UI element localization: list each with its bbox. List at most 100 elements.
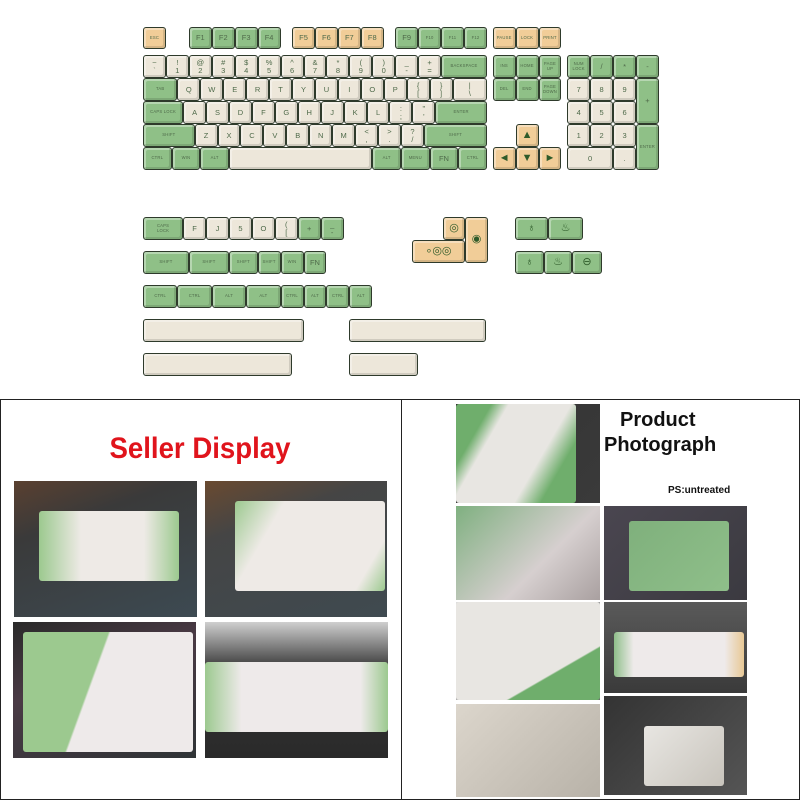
keycap-legend: F2	[218, 33, 228, 43]
nav-key: END	[515, 78, 539, 101]
keycap-legend: ▼	[521, 151, 533, 164]
keycap-legend: .	[623, 153, 626, 163]
keycap-legend: PAGE DOWN	[542, 84, 558, 94]
keycap: BACKSPACE	[441, 55, 487, 78]
keycap-f9: F9	[395, 27, 419, 49]
extra-keycap: CTRL	[143, 285, 178, 308]
keycap-legend: F	[192, 223, 197, 233]
product-photo	[604, 696, 747, 795]
numpad-key: 8	[590, 78, 614, 101]
keycap: M	[332, 124, 356, 147]
keycap: Y	[292, 78, 315, 101]
extra-keycap: SHIFT	[143, 251, 189, 274]
keycap: N	[309, 124, 333, 147]
keycap-legend: CTRL	[154, 293, 167, 299]
keycap: ~ `	[143, 55, 166, 78]
keycap: U	[314, 78, 338, 101]
keycap-legend: SHIFT	[262, 259, 276, 265]
keycap-legend: WIN	[181, 155, 191, 161]
numpad-key: ENTER	[635, 124, 659, 170]
keycap: J	[320, 101, 344, 124]
untreated-note: PS:untreated	[668, 485, 731, 496]
numpad-key: 3	[613, 124, 636, 147]
extra-keycap: _ -	[320, 217, 344, 240]
keycap-legend: L	[375, 107, 381, 117]
keycap-legend: ESC	[149, 34, 160, 40]
keyboard-in-photo	[456, 602, 600, 700]
extra-keycap: O	[251, 217, 275, 240]
keycap: G	[274, 101, 298, 124]
keycap-legend: U	[323, 84, 330, 94]
seller-display-photo	[14, 481, 197, 617]
keyboard-in-photo	[644, 726, 724, 786]
keycap-legend: { [	[416, 80, 420, 98]
keycap-legend: ►	[544, 151, 556, 164]
keycap-legend: SHIFT	[448, 132, 462, 138]
keycap-legend: -	[646, 61, 649, 71]
extra-keycap: ALT	[349, 285, 373, 308]
extra-keycap: 5	[228, 217, 252, 240]
keycap-legend: SHIFT	[162, 132, 176, 138]
keycap-f11: F11	[441, 27, 464, 49]
keycap-legend: I	[348, 84, 351, 94]
keycap-legend: BACKSPACE	[450, 63, 478, 69]
keycap-legend: ( 9	[358, 57, 363, 75]
keycap-legend: V	[272, 130, 278, 140]
keycap-legend: W	[208, 84, 216, 94]
keycap-legend: < ,	[364, 126, 369, 144]
keycap: Z	[194, 124, 218, 147]
keycap-esc: ESC	[143, 27, 166, 49]
keycap: H	[297, 101, 321, 124]
keycap: P	[383, 78, 407, 101]
keycap-f4: F4	[257, 27, 281, 49]
keycap-legend: PAUSE	[496, 34, 512, 40]
keycap-legend: 5	[599, 107, 604, 117]
keycap-legend: F8	[367, 33, 377, 43]
keycap-legend: % 5	[265, 57, 273, 75]
keycap-legend: ♁	[525, 255, 534, 268]
keycap-legend: CTRL	[332, 293, 344, 299]
keycap: _ -	[395, 55, 419, 78]
keycap: + =	[418, 55, 442, 78]
keycap-legend: N	[317, 130, 324, 140]
extra-keycap: FN	[303, 251, 327, 274]
keycap: B	[286, 124, 310, 147]
extra-keycap: ALT	[211, 285, 247, 308]
keycap: FN	[429, 147, 459, 170]
keyboard-in-photo	[235, 501, 385, 591]
keycap: $ 4	[234, 55, 258, 78]
extra-keycap: F	[183, 217, 207, 240]
keycap-legend: C	[249, 130, 255, 140]
keycap: L	[366, 101, 390, 124]
extra-keycap: ( [	[274, 217, 298, 240]
keycap-legend: F10	[425, 34, 434, 40]
numpad-key: -	[635, 55, 659, 78]
keycap: K	[343, 101, 367, 124]
nav-key: HOME	[515, 55, 539, 78]
keycap-legend: FN	[309, 257, 320, 267]
keycap-legend: P	[392, 84, 398, 94]
keycap-legend: TAB	[155, 86, 165, 92]
keycap-legend: 1	[576, 130, 581, 140]
product-photo	[456, 404, 600, 503]
nav-key: PAGE UP	[538, 55, 562, 78]
keycap-legend: ALT	[259, 293, 268, 299]
keycap-legend: +	[645, 96, 650, 106]
keycap-legend: + =	[427, 57, 432, 75]
keycap-legend: O	[369, 84, 376, 94]
keycap-f10: F10	[418, 27, 442, 49]
keycap-legend: X	[226, 130, 232, 140]
keycap-legend: DEL	[499, 86, 509, 92]
keycap-legend: ALT	[210, 155, 219, 161]
keycap: ALT	[200, 147, 229, 170]
keycap-legend: LOCK	[520, 34, 534, 40]
keycap-legend: CAPS LOCK	[156, 223, 170, 233]
keycap: @ 2	[188, 55, 212, 78]
keycap-legend: # 3	[221, 57, 226, 75]
keycap-legend: J	[215, 223, 220, 233]
keycap-legend: _ -	[330, 219, 335, 237]
keycap: CAPS LOCK	[143, 101, 184, 124]
keycap: C	[240, 124, 264, 147]
extra-keycap: +	[297, 217, 321, 240]
keycap: " '	[412, 101, 436, 124]
